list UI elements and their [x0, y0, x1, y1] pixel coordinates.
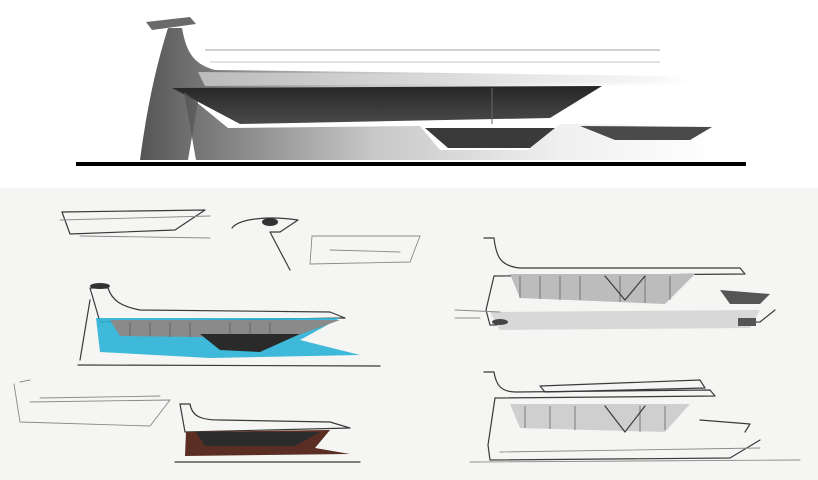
sketch-blue-hull: [77, 283, 381, 367]
thumbnail-sketch-1: [59, 209, 211, 239]
sketch-right-upper: [454, 237, 776, 330]
sketch-faint-outline: [13, 379, 171, 427]
rendered-yacht-profile: [76, 17, 746, 166]
thumbnail-sketch-3: [309, 235, 421, 265]
thumbnail-sketch-2: [231, 217, 299, 271]
sketch-right-lower: [469, 371, 801, 463]
sketch-brown-hull: [174, 403, 361, 463]
